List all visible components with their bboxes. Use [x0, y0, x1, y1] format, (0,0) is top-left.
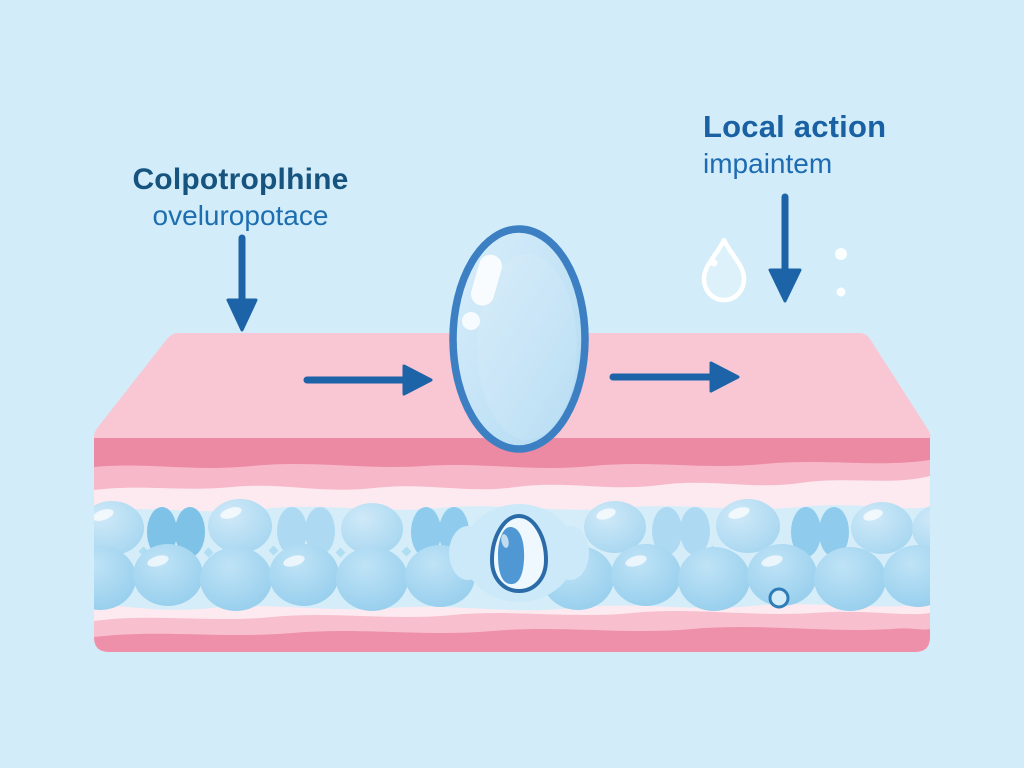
- droplet-icon: [701, 237, 747, 303]
- down-arrow-icon: [768, 193, 802, 303]
- label-right-title: Local action: [703, 109, 887, 144]
- right-arrow-icon: [303, 364, 433, 396]
- label-left-subtitle: oveluropotace: [152, 199, 329, 231]
- tissue-rose-band-bottom: [94, 627, 930, 652]
- label-left-title: Colpotroplhine: [132, 163, 349, 196]
- right-arrow-icon: [609, 361, 740, 393]
- cell-ovals-top-row: [94, 499, 930, 555]
- down-arrow-icon: [226, 234, 258, 332]
- tissue-block: [93, 333, 931, 652]
- label-left: Colpotroplhine oveluropotace: [88, 163, 393, 231]
- ovule-suppository-icon: [449, 225, 589, 453]
- cell-lobes-row: [147, 507, 849, 557]
- dots-icon: [835, 248, 847, 297]
- bubble-icon: [768, 587, 790, 609]
- egg-cell-icon: [449, 504, 589, 602]
- tissue-rose-band-top: [94, 438, 930, 468]
- tissue-front-face: [94, 438, 930, 652]
- label-right-subtitle: impaintem: [703, 147, 833, 179]
- arrows: [226, 193, 802, 396]
- label-right: Local action impaintem: [703, 109, 887, 179]
